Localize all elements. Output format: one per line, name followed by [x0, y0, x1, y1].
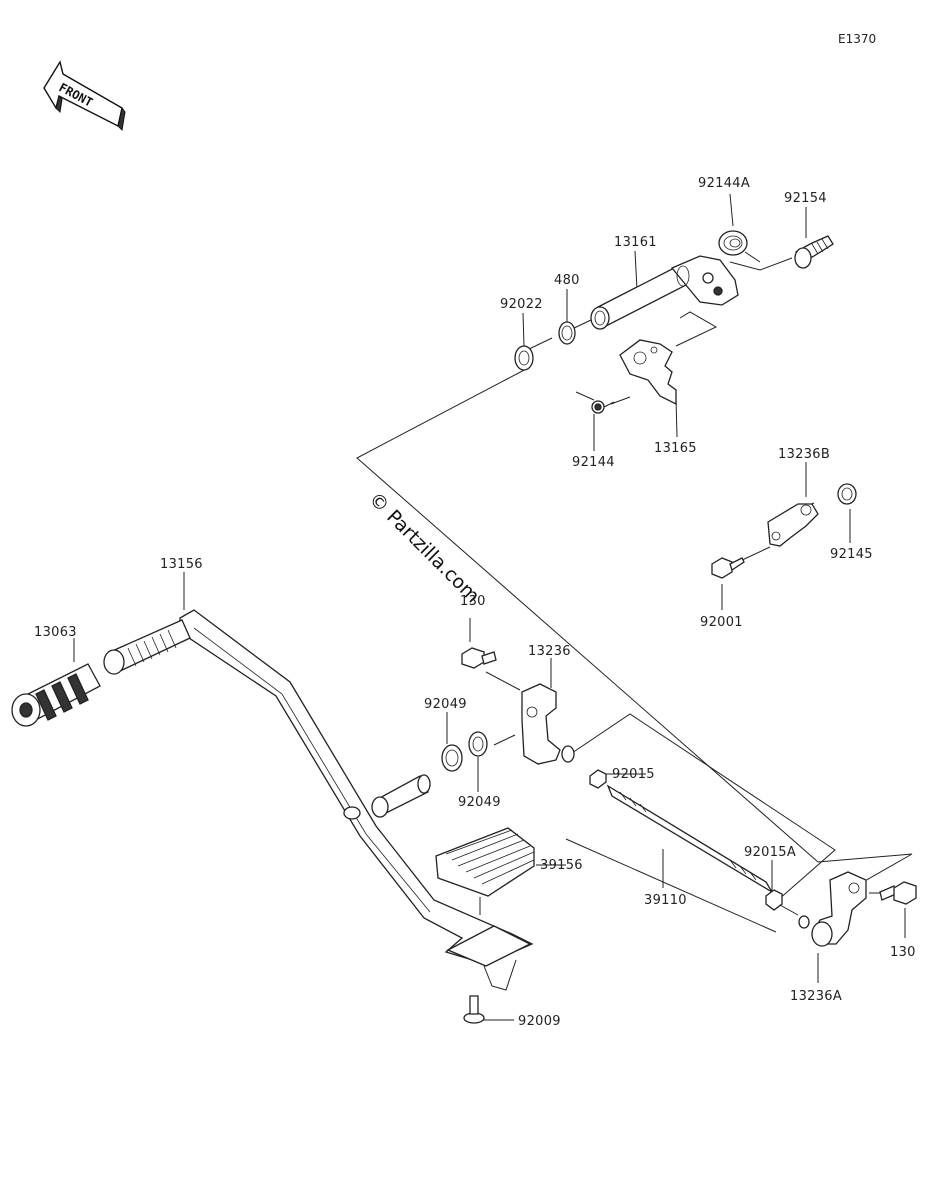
spring-92144a-icon [718, 230, 761, 263]
part-label-13165: 13165 [654, 441, 697, 456]
arm-13236-icon [521, 683, 575, 765]
part-label-92015: 92015 [612, 767, 655, 782]
part-label-13161: 13161 [614, 235, 657, 250]
pin-92154-icon [794, 235, 834, 269]
part-label-92145: 92145 [830, 547, 873, 562]
plate-13165-icon [619, 339, 677, 406]
part-label-92049-lower: 92049 [458, 795, 501, 810]
rubber-13063-icon [11, 663, 101, 727]
part-label-92022: 92022 [500, 297, 543, 312]
circlip-480-icon [558, 321, 576, 345]
bolt-92001-icon [711, 557, 745, 579]
part-label-13063: 13063 [34, 625, 77, 640]
part-label-130-upper: 130 [460, 594, 486, 609]
part-label-92015a: 92015A [744, 845, 796, 860]
seal-92049-right-icon [468, 731, 488, 757]
part-label-13236: 13236 [528, 644, 571, 659]
seal-92049-left-icon [441, 744, 463, 772]
clip-92145-icon [837, 483, 857, 505]
part-label-130-lower: 130 [890, 945, 916, 960]
nut-92015a-icon [765, 889, 783, 911]
part-label-480: 480 [554, 273, 580, 288]
pedal-rod-icon [103, 619, 191, 675]
pedal-pad-39156-icon [435, 827, 535, 897]
watermark: © Partzilla.com [364, 488, 483, 607]
diagram-code: E1370 [838, 32, 876, 46]
arm-13236a-icon [798, 871, 867, 947]
part-label-13156: 13156 [160, 557, 203, 572]
part-label-13236b: 13236B [778, 447, 830, 462]
leader-lines [73, 193, 913, 1021]
part-label-92154: 92154 [784, 191, 827, 206]
part-label-13236a: 13236A [790, 989, 842, 1004]
part-label-92144a: 92144A [698, 176, 750, 191]
part-labels: 92144A 92154 13161 480 92022 92144 13165… [34, 176, 916, 1029]
shaft-13161-icon [590, 255, 739, 330]
bolt-130-lower-icon [879, 881, 917, 905]
bolt-92009-icon [463, 995, 485, 1024]
part-label-92144: 92144 [572, 455, 615, 470]
part-label-39156: 39156 [540, 858, 583, 873]
pedal-shaft-icon [371, 774, 431, 818]
washer-92022-icon [514, 345, 534, 371]
front-arrow-icon: FRONT [43, 60, 126, 132]
part-label-39110: 39110 [644, 893, 687, 908]
spring-92144-icon [575, 391, 615, 414]
part-label-92049-upper: 92049 [424, 697, 467, 712]
bolt-130-upper-icon [461, 647, 497, 669]
rod-39110-icon [606, 784, 773, 893]
part-label-92009: 92009 [518, 1014, 561, 1029]
part-label-92001: 92001 [700, 615, 743, 630]
shift-pedal-13156-icon [179, 609, 534, 991]
nut-92015-icon [589, 769, 607, 789]
lever-13236b-icon [767, 503, 819, 547]
